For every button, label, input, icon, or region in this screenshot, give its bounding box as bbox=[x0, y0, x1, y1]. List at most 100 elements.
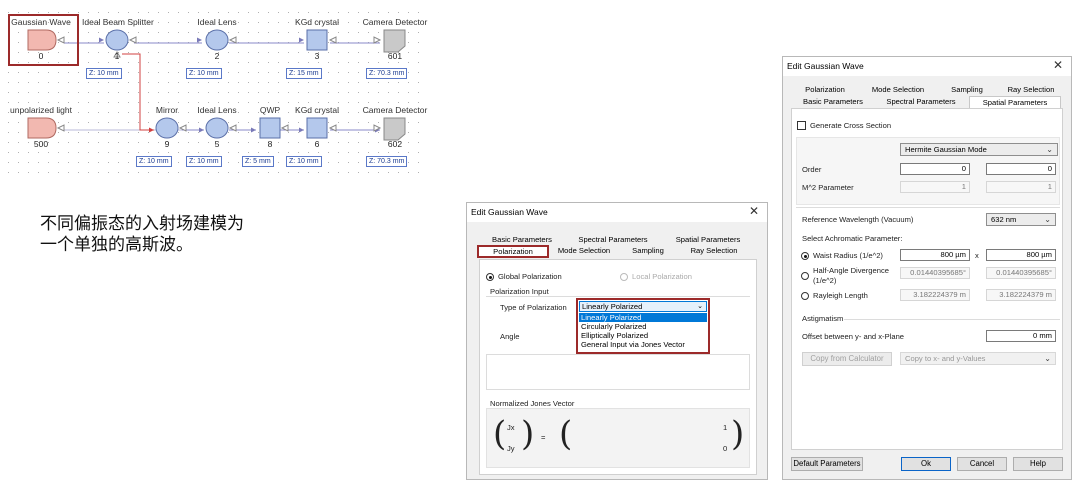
component-kgd-crystal[interactable]: KGd crystal 6 bbox=[282, 104, 352, 150]
mode-select[interactable]: Hermite Gaussian Mode ⌄ bbox=[900, 143, 1058, 156]
crystal-icon[interactable] bbox=[306, 29, 337, 51]
tab-spatial-parameters[interactable]: Spatial Parameters bbox=[969, 96, 1061, 108]
offset-label: Offset between y- and x-Plane bbox=[802, 332, 905, 341]
order-y-input[interactable]: 0 bbox=[986, 163, 1056, 175]
jones-value-1: 1 bbox=[723, 423, 728, 432]
waist-radius-label: Waist Radius (1/e^2) bbox=[813, 251, 883, 260]
component-beam-splitter[interactable]: Ideal Beam Splitter 1 bbox=[82, 16, 154, 62]
dropdown-option[interactable]: General Input via Jones Vector bbox=[581, 340, 685, 349]
divergence-radio[interactable] bbox=[801, 272, 809, 280]
unpolarized-source-icon[interactable] bbox=[27, 117, 65, 139]
close-icon[interactable]: ✕ bbox=[1052, 58, 1063, 72]
gaussian-wave-source-icon[interactable] bbox=[27, 29, 65, 51]
offset-input[interactable]: 0 mm bbox=[986, 330, 1056, 342]
tab-spatial-parameters[interactable]: Spatial Parameters bbox=[675, 235, 741, 244]
waist-radius-radio[interactable] bbox=[801, 252, 809, 260]
tab-basic-parameters[interactable]: Basic Parameters bbox=[492, 235, 552, 244]
m2-x-value: 1 bbox=[900, 181, 970, 193]
ref-wavelength-select[interactable]: 632 nm ⌄ bbox=[986, 213, 1056, 226]
global-polarization-radio[interactable] bbox=[486, 273, 494, 281]
component-kgd-crystal[interactable]: KGd crystal 3 bbox=[282, 16, 352, 62]
close-icon[interactable]: ✕ bbox=[748, 204, 759, 218]
component-ideal-lens[interactable]: Ideal Lens 5 bbox=[182, 104, 252, 150]
tab-row-back: Basic Parameters Spectral Parameters Spa… bbox=[479, 234, 755, 246]
tab-ray-selection[interactable]: Ray Selection bbox=[1007, 85, 1055, 94]
mirror-icon[interactable] bbox=[155, 117, 187, 139]
mode-select-value: Hermite Gaussian Mode bbox=[905, 145, 987, 154]
tab-sampling[interactable]: Sampling bbox=[632, 246, 664, 255]
tab-sampling[interactable]: Sampling bbox=[951, 85, 983, 94]
pol-input-groupbox bbox=[486, 354, 750, 390]
component-number: 9 bbox=[164, 139, 170, 149]
cross-section-label: Generate Cross Section bbox=[810, 121, 892, 130]
spatial-parameters-dialog: Edit Gaussian Wave ✕ Polarization Mode S… bbox=[782, 56, 1072, 480]
copy-target-select[interactable]: Copy to x- and y-Values ⌄ bbox=[900, 352, 1056, 365]
distance-box[interactable]: Z: 70.3 mm bbox=[366, 68, 408, 79]
equals-sign: = bbox=[541, 433, 546, 442]
distance-box[interactable]: Z: 10 mm bbox=[186, 156, 222, 167]
tab-spectral-parameters[interactable]: Spectral Parameters bbox=[578, 235, 648, 244]
distance-box[interactable]: Z: 10 mm bbox=[286, 156, 322, 167]
distance-box[interactable]: Z: 15 mm bbox=[286, 68, 322, 79]
copy-from-calculator-button[interactable]: Copy from Calculator bbox=[802, 352, 892, 366]
chevron-down-icon[interactable]: ⌄ bbox=[697, 303, 703, 310]
chevron-down-icon[interactable]: ⌄ bbox=[1044, 354, 1051, 363]
waist-x-input[interactable]: 800 µm bbox=[900, 249, 970, 261]
divider bbox=[844, 319, 1060, 320]
component-label: KGd crystal bbox=[295, 17, 339, 27]
order-x-input[interactable]: 0 bbox=[900, 163, 970, 175]
tab-mode-selection[interactable]: Mode Selection bbox=[871, 85, 925, 94]
ok-button[interactable]: Ok bbox=[901, 457, 951, 471]
dropdown-option[interactable]: Linearly Polarized bbox=[579, 313, 707, 322]
x-separator: x bbox=[975, 251, 979, 260]
component-number: 0 bbox=[38, 51, 44, 61]
group-header: Astigmatism bbox=[802, 314, 844, 323]
local-polarization-radio[interactable] bbox=[620, 273, 628, 281]
distance-box[interactable]: Z: 70.3 mm bbox=[366, 156, 408, 167]
component-gaussian-wave[interactable]: Gaussian Wave 0 bbox=[6, 16, 76, 62]
component-number: 1 bbox=[114, 51, 120, 61]
help-button[interactable]: Help bbox=[1013, 457, 1063, 471]
component-ideal-lens[interactable]: Ideal Lens 2 bbox=[182, 16, 252, 62]
chevron-down-icon[interactable]: ⌄ bbox=[1044, 215, 1051, 224]
copy-target-value: Copy to x- and y-Values bbox=[905, 354, 986, 363]
component-camera-detector[interactable]: Camera Detector 602 bbox=[360, 104, 430, 150]
waist-y-input[interactable]: 800 µm bbox=[986, 249, 1056, 261]
jones-vector-box: ( Jx Jy ) = ( 1 0 ) bbox=[486, 408, 750, 468]
tab-mode-selection[interactable]: Mode Selection bbox=[557, 246, 611, 255]
distance-box[interactable]: Z: 5 mm bbox=[242, 156, 274, 167]
group-header: Polarization Input bbox=[490, 287, 549, 296]
component-unpolarized-light[interactable]: unpolarized light 500 bbox=[6, 104, 76, 150]
tab-spectral-parameters[interactable]: Spectral Parameters bbox=[886, 97, 956, 106]
cross-section-checkbox[interactable] bbox=[797, 121, 806, 130]
chevron-down-icon[interactable]: ⌄ bbox=[1046, 145, 1053, 154]
component-mirror[interactable]: Mirror 9 bbox=[132, 104, 202, 150]
cancel-button[interactable]: Cancel bbox=[957, 457, 1007, 471]
dropdown-option[interactable]: Circularly Polarized bbox=[581, 322, 647, 331]
m2-y-value: 1 bbox=[986, 181, 1056, 193]
dropdown-option[interactable]: Elliptically Polarized bbox=[581, 331, 649, 340]
crystal-icon[interactable] bbox=[306, 117, 337, 139]
distance-box[interactable]: Z: 10 mm bbox=[86, 68, 122, 79]
component-qwp[interactable]: QWP 8 bbox=[235, 104, 305, 150]
tab-basic-parameters[interactable]: Basic Parameters bbox=[803, 97, 863, 106]
dropdown-current[interactable]: Linearly Polarized ⌄ bbox=[579, 301, 707, 312]
tab-polarization[interactable]: Polarization bbox=[477, 245, 549, 258]
dialog-titlebar: Edit Gaussian Wave ✕ bbox=[467, 203, 767, 222]
component-camera-detector[interactable]: Camera Detector 601 bbox=[360, 16, 430, 62]
tab-ray-selection[interactable]: Ray Selection bbox=[690, 246, 738, 255]
tab-polarization[interactable]: Polarization bbox=[805, 85, 845, 94]
qwp-icon[interactable] bbox=[259, 117, 289, 139]
rayleigh-radio[interactable] bbox=[801, 292, 809, 300]
beam-splitter-icon[interactable] bbox=[105, 29, 137, 58]
camera-detector-icon[interactable] bbox=[373, 117, 406, 141]
camera-detector-icon[interactable] bbox=[373, 29, 406, 53]
rayleigh-y-value: 3.182224379 m bbox=[986, 289, 1056, 301]
ideal-lens-icon[interactable] bbox=[205, 29, 237, 51]
distance-box[interactable]: Z: 10 mm bbox=[186, 68, 222, 79]
polarization-type-dropdown[interactable]: Linearly Polarized ⌄ Linearly Polarized … bbox=[576, 298, 710, 354]
distance-box[interactable]: Z: 10 mm bbox=[136, 156, 172, 167]
default-parameters-button[interactable]: Default Parameters bbox=[791, 457, 863, 471]
divergence-y-value: 0.01440395685° bbox=[986, 267, 1056, 279]
ideal-lens-icon[interactable] bbox=[205, 117, 237, 139]
